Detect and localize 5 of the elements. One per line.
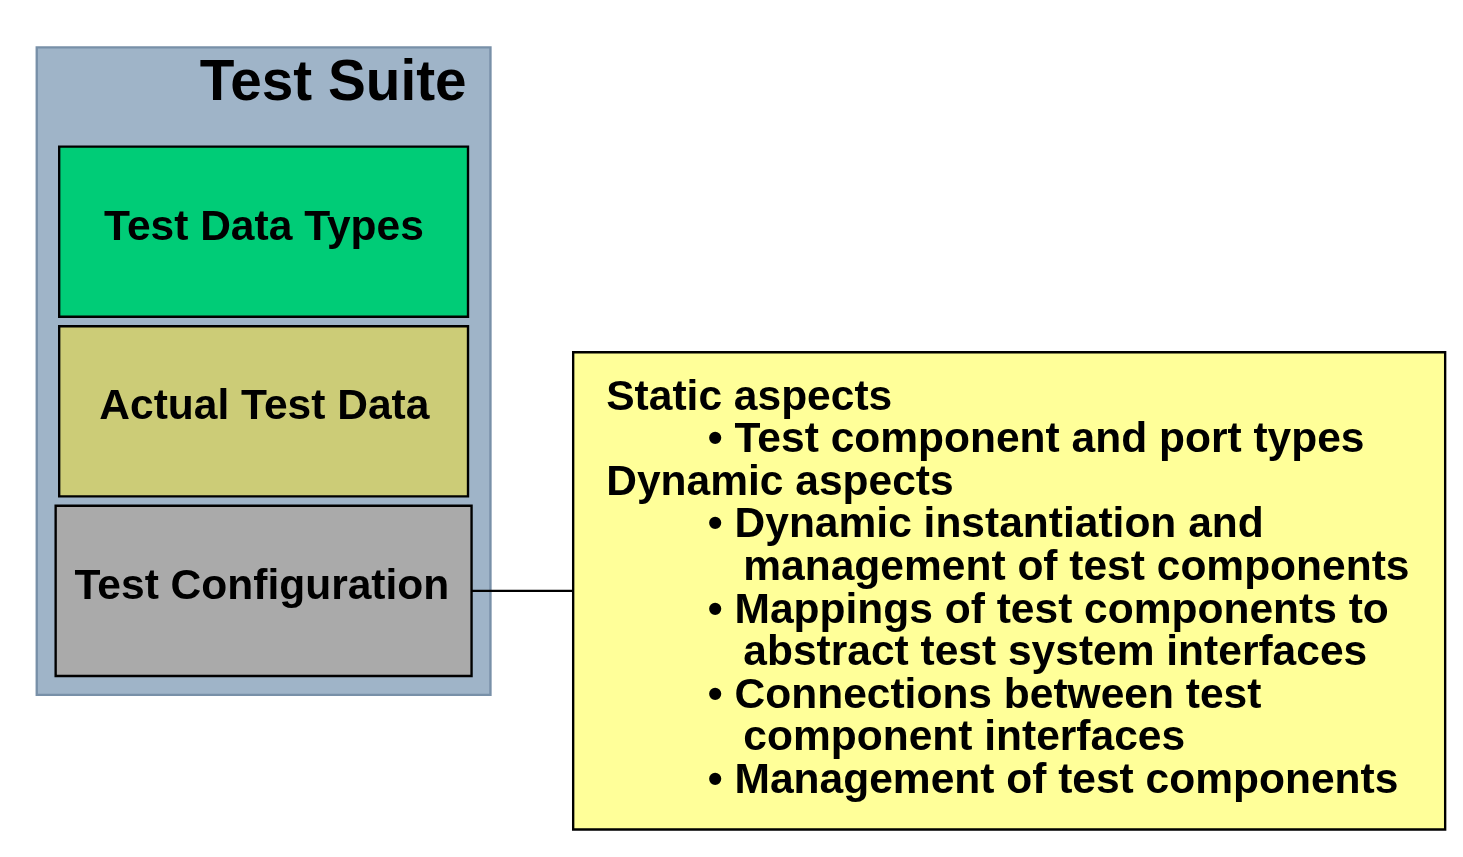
node-box: Test Configuration xyxy=(54,504,473,677)
node-box: Static aspects • Test component and port types Dynamic aspects • Dynamic instantiation and management of test components • Mappings of test components to abstract test system interfaces • Connections between test component interfaces • Management of test components xyxy=(572,350,1447,831)
node-box: Actual Test Data xyxy=(58,324,470,498)
node-box: Test Data Types xyxy=(58,144,470,318)
connector xyxy=(472,589,573,592)
